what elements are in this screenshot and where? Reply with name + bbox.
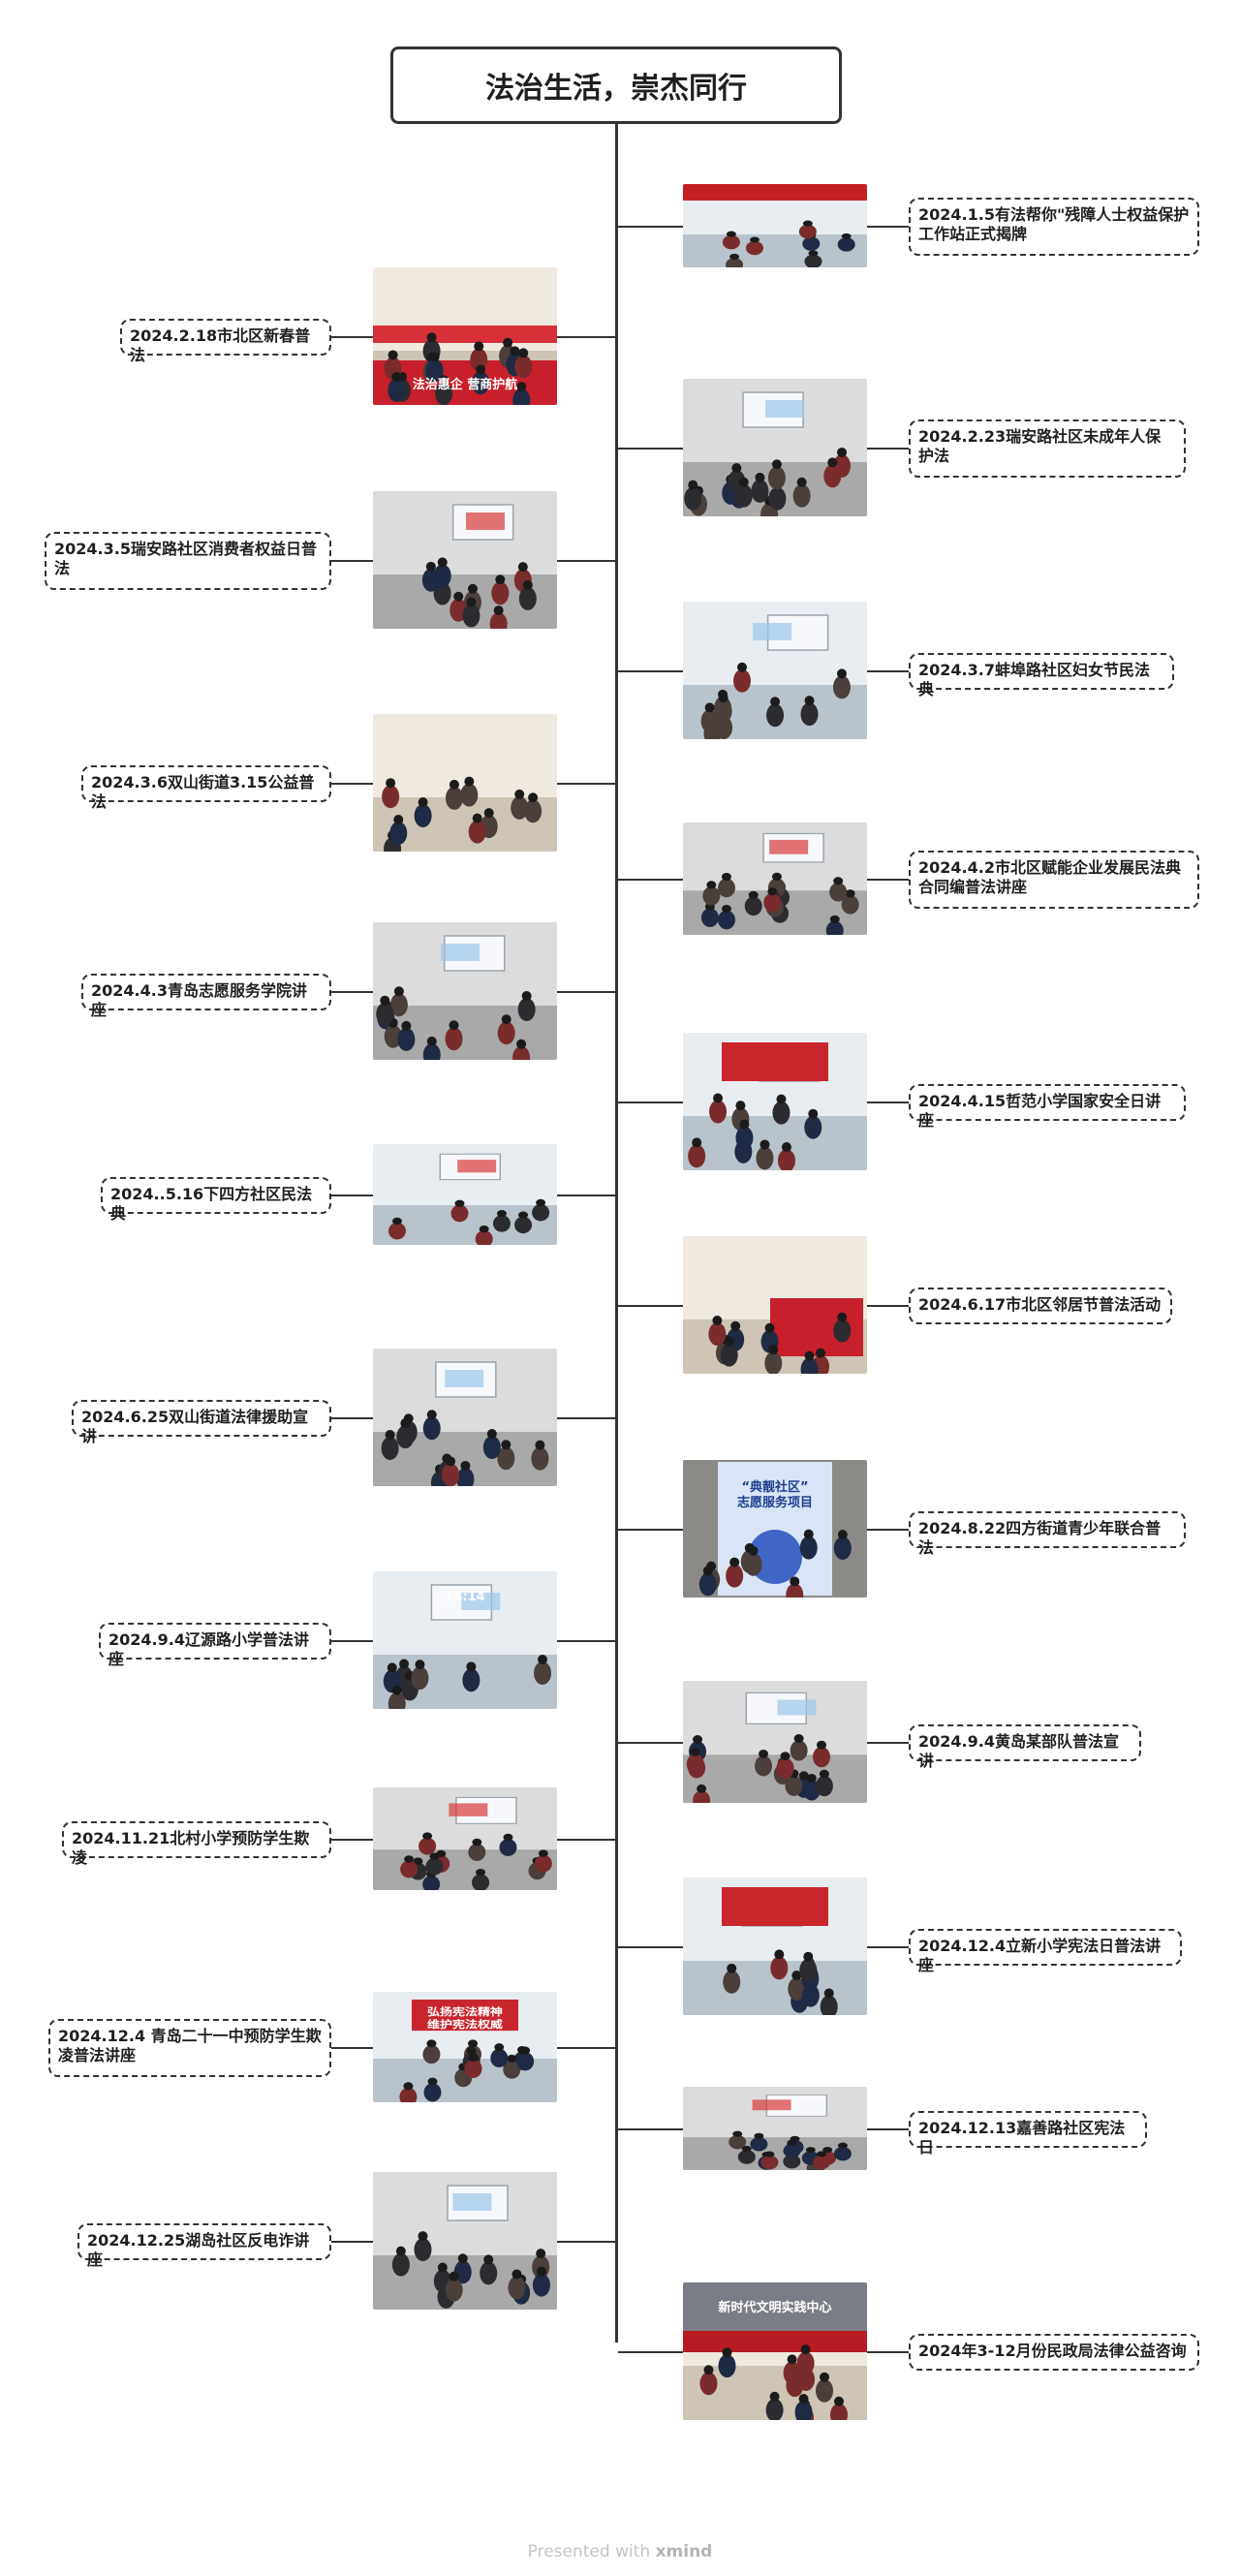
right-connector bbox=[618, 2351, 683, 2353]
event-photo-banner-group-photo[interactable] bbox=[683, 184, 867, 267]
left-connector bbox=[557, 2047, 616, 2049]
event-label[interactable]: 2024.12.4 青岛二十一中预防学生欺凌普法讲座 bbox=[48, 2019, 331, 2077]
right-connector bbox=[618, 879, 683, 881]
right-label-connector bbox=[867, 879, 909, 881]
left-label-connector bbox=[331, 336, 373, 338]
svg-text:弘扬宪法精神: 弘扬宪法精神 bbox=[427, 2005, 503, 2017]
timeline-spine bbox=[615, 124, 618, 2343]
svg-text:14:14: 14:14 bbox=[445, 1590, 484, 1604]
central-topic[interactable]: 法治生活，崇杰同行 bbox=[390, 47, 842, 124]
right-label-connector bbox=[867, 2351, 909, 2353]
event-photo-school-auditorium[interactable] bbox=[683, 1033, 867, 1170]
event-label[interactable]: 2024.6.25双山街道法律援助宣讲 bbox=[72, 1400, 331, 1445]
event-label[interactable]: 2024.11.21北村小学预防学生欺凌 bbox=[62, 1821, 331, 1867]
event-photo-training-room[interactable] bbox=[373, 1349, 557, 1486]
left-connector bbox=[557, 1417, 616, 1419]
svg-text:“典靓社区”: “典靓社区” bbox=[741, 1479, 808, 1495]
right-label-connector bbox=[867, 448, 909, 450]
right-connector bbox=[618, 1946, 683, 1948]
svg-text:新时代文明实践中心: 新时代文明实践中心 bbox=[718, 2300, 831, 2315]
event-label[interactable]: 2024.2.18市北区新春普法 bbox=[120, 319, 331, 364]
event-photo-outdoor-red-banner[interactable]: 法治惠企 营商护航 bbox=[373, 267, 557, 405]
right-connector bbox=[618, 1742, 683, 1744]
right-label-connector bbox=[867, 2128, 909, 2130]
event-photo-poster-board[interactable]: “典靓社区”志愿服务项目 bbox=[683, 1460, 867, 1598]
event-photo-student-audience[interactable] bbox=[683, 1878, 867, 2015]
event-photo-small-seminar[interactable] bbox=[373, 1144, 557, 1245]
event-label[interactable]: 2024.3.7蚌埠路社区妇女节民法典 bbox=[909, 653, 1174, 698]
event-label[interactable]: 2024.4.3青岛志愿服务学院讲座 bbox=[81, 974, 331, 1019]
event-photo-meeting-room[interactable] bbox=[373, 491, 557, 629]
right-connector bbox=[618, 670, 683, 672]
right-label-connector bbox=[867, 1946, 909, 1948]
event-photo-street-outreach[interactable] bbox=[373, 714, 557, 852]
footer: Presented with xmind bbox=[0, 2542, 1240, 2561]
event-photo-lecture-hall[interactable] bbox=[683, 822, 867, 935]
footer-prefix: Presented with bbox=[527, 2542, 651, 2561]
left-label-connector bbox=[331, 1417, 373, 1419]
event-label[interactable]: 2024.4.15哲范小学国家安全日讲座 bbox=[909, 1084, 1186, 1130]
left-connector bbox=[557, 1195, 616, 1196]
right-label-connector bbox=[867, 1742, 909, 1744]
right-connector bbox=[618, 448, 683, 450]
event-photo-outdoor-booth[interactable] bbox=[683, 1236, 867, 1374]
event-photo-classroom-seminar[interactable] bbox=[683, 379, 867, 516]
right-label-connector bbox=[867, 670, 909, 672]
left-label-connector bbox=[331, 2241, 373, 2243]
event-photo-community-room[interactable] bbox=[683, 2087, 867, 2170]
left-label-connector bbox=[331, 1195, 373, 1196]
left-label-connector bbox=[331, 991, 373, 993]
event-photo-podium-speech[interactable] bbox=[683, 1681, 867, 1803]
right-connector bbox=[618, 226, 683, 228]
event-label[interactable]: 2024.9.4黄岛某部队普法宣讲 bbox=[909, 1724, 1141, 1770]
event-label[interactable]: 2024.1.5有法帮你"残障人士权益保护工作站正式揭牌 bbox=[909, 198, 1199, 256]
left-label-connector bbox=[331, 560, 373, 562]
event-label[interactable]: 2024年3-12月份民政局法律公益咨询 bbox=[909, 2334, 1199, 2371]
right-label-connector bbox=[867, 1529, 909, 1531]
right-connector bbox=[618, 2128, 683, 2130]
event-label[interactable]: 2024.12.4立新小学宪法日普法讲座 bbox=[909, 1929, 1182, 1974]
event-label[interactable]: 2024.8.22四方街道青少年联合普法 bbox=[909, 1511, 1186, 1557]
event-label[interactable]: 2024.2.23瑞安路社区未成年人保护法 bbox=[909, 419, 1186, 478]
event-label[interactable]: 2024..5.16下四方社区民法典 bbox=[101, 1177, 331, 1223]
left-connector bbox=[557, 2241, 616, 2243]
event-photo-classroom-screen[interactable]: 14:14 bbox=[373, 1571, 557, 1709]
svg-text:维护宪法权威: 维护宪法权威 bbox=[427, 2018, 503, 2030]
right-connector bbox=[618, 1305, 683, 1307]
event-photo-office-building[interactable]: 新时代文明实践中心 bbox=[683, 2282, 867, 2420]
event-photo-presentation-room[interactable] bbox=[683, 602, 867, 739]
left-label-connector bbox=[331, 1839, 373, 1841]
right-connector bbox=[618, 1529, 683, 1531]
left-connector bbox=[557, 1839, 616, 1841]
right-label-connector bbox=[867, 226, 909, 228]
event-label[interactable]: 2024.3.5瑞安路社区消费者权益日普法 bbox=[45, 532, 331, 590]
event-label[interactable]: 2024.9.4辽源路小学普法讲座 bbox=[99, 1623, 331, 1668]
event-photo-students-classroom[interactable] bbox=[373, 1787, 557, 1890]
event-photo-conference-room[interactable] bbox=[373, 922, 557, 1060]
left-connector bbox=[557, 560, 616, 562]
event-photo-red-screen-stage[interactable]: 弘扬宪法精神维护宪法权威 bbox=[373, 1992, 557, 2102]
event-label[interactable]: 2024.12.25湖岛社区反电诈讲座 bbox=[78, 2223, 331, 2269]
left-connector bbox=[557, 783, 616, 785]
left-label-connector bbox=[331, 2047, 373, 2049]
left-connector bbox=[557, 991, 616, 993]
left-label-connector bbox=[331, 1640, 373, 1642]
event-label[interactable]: 2024.6.17市北区邻居节普法活动 bbox=[909, 1288, 1172, 1324]
left-label-connector bbox=[331, 783, 373, 785]
svg-text:志愿服务项目: 志愿服务项目 bbox=[737, 1495, 813, 1510]
xmind-brand[interactable]: xmind bbox=[655, 2542, 713, 2561]
right-label-connector bbox=[867, 1102, 909, 1103]
event-photo-elderly-audience[interactable] bbox=[373, 2172, 557, 2310]
left-connector bbox=[557, 1640, 616, 1642]
event-label[interactable]: 2024.4.2市北区赋能企业发展民法典合同编普法讲座 bbox=[909, 851, 1199, 909]
event-label[interactable]: 2024.12.13嘉善路社区宪法日 bbox=[909, 2111, 1147, 2157]
event-label[interactable]: 2024.3.6双山街道3.15公益普法 bbox=[81, 765, 331, 811]
svg-text:法治惠企 营商护航: 法治惠企 营商护航 bbox=[413, 377, 518, 392]
right-connector bbox=[618, 1102, 683, 1103]
right-label-connector bbox=[867, 1305, 909, 1307]
left-connector bbox=[557, 336, 616, 338]
